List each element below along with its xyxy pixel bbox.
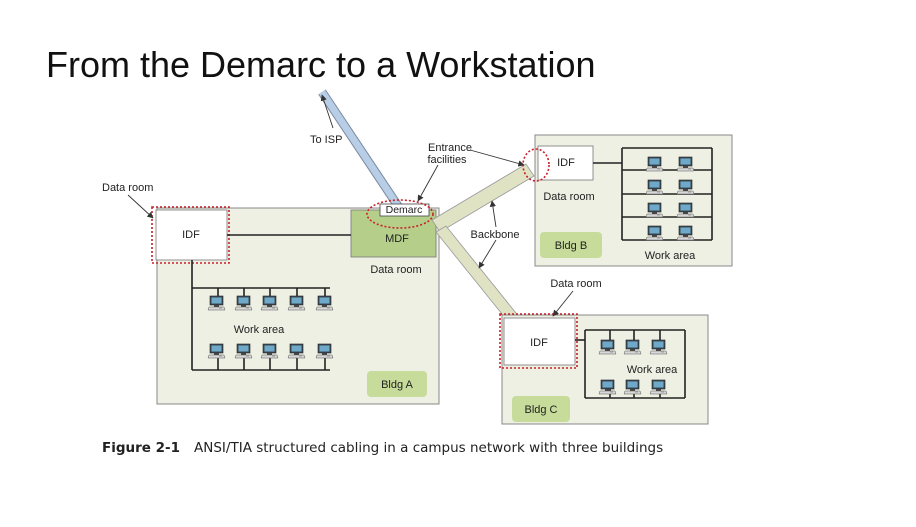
bldg-c-tag [512,396,570,422]
entrance-label-2: facilities [427,154,467,166]
demarc-highlight [366,199,434,229]
data-room-c-arrow [552,290,574,317]
bldg-a-label: Bldg A [381,379,413,391]
data-room-mdf-label: Data room [370,264,421,276]
demarc-box [379,203,430,217]
figure-text: ANSI/TIA structured cabling in a campus … [194,440,664,456]
bldg-b-label: Bldg B [555,240,587,252]
demarc-label: Demarc [386,204,423,216]
idf-c-highlight [499,313,578,369]
entrance-label-1: Entrance [428,142,472,154]
data-room-a-arrow [127,194,154,219]
to-isp-label: To ISP [310,134,342,146]
backbone-to-b [431,163,535,233]
bldg-a-horizontal-cabling [191,234,351,371]
bldg-a-tag [367,371,427,397]
bldg-b-horizontal-cabling [593,147,713,241]
backbone-arrow-down [478,239,497,269]
entrance-arrow-bldg-b [469,149,525,167]
data-room-b-label: Data room [543,191,594,203]
entrance-arrow-demarc [417,164,439,202]
idf-a-label: IDF [182,229,200,241]
backbone-arrow-up [489,200,497,228]
work-area-b-label: Work area [645,250,696,262]
data-room-c-label: Data room [550,278,601,290]
data-room-a-label: Data room [102,182,153,194]
mdf-box [350,209,437,258]
idf-a-box [155,209,228,261]
figure-number: Figure 2-1 [102,440,181,456]
idf-b-label: IDF [557,157,575,169]
slide-title: From the Demarc to a Workstation [46,44,596,85]
mdf-label: MDF [385,233,409,245]
figure-caption: Figure 2-1 ANSI/TIA structured cabling in… [102,440,663,456]
work-area-c-label: Work area [627,364,678,376]
bldg-b-tag [540,232,602,258]
idf-c-box [503,317,576,366]
bldg-c-label: Bldg C [524,404,557,416]
work-area-a-label: Work area [234,324,285,336]
backbone-label: Backbone [471,229,520,241]
to-isp-arrow [320,94,334,129]
idf-c-label: IDF [530,337,548,349]
